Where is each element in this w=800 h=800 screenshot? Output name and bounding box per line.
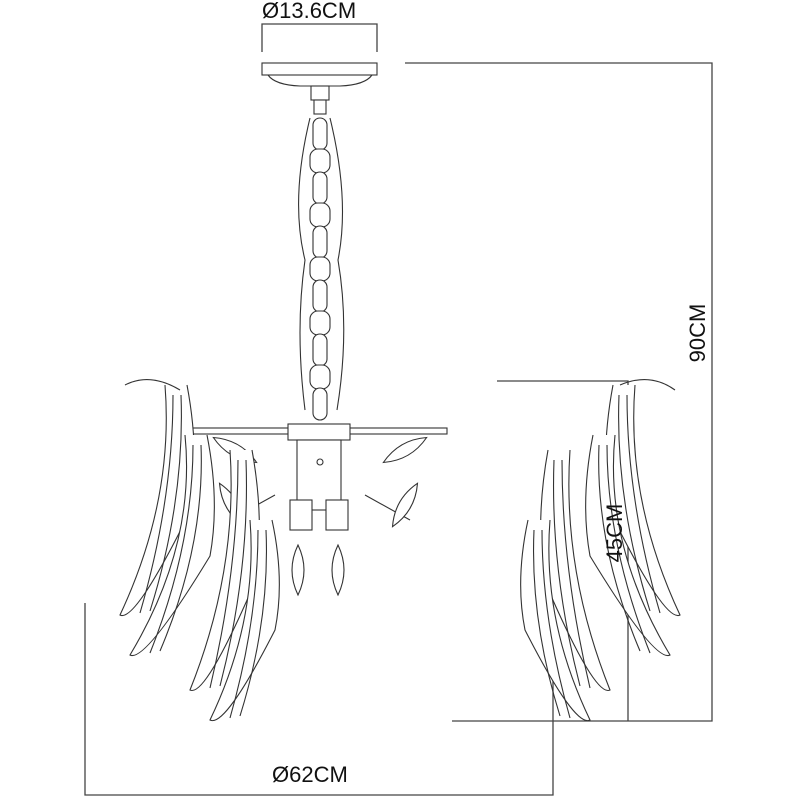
glass-leaf-line xyxy=(209,459,239,689)
chain-link xyxy=(312,279,328,313)
chain-link xyxy=(309,256,331,282)
chain-link xyxy=(312,117,328,151)
glass-leaf-line xyxy=(552,459,581,687)
chain xyxy=(309,117,331,421)
dimension-body-diameter xyxy=(84,603,554,796)
body-diameter-label: Ø62CM xyxy=(272,762,348,787)
glass-leaf-line xyxy=(219,459,248,687)
chain-link xyxy=(309,202,331,228)
glass-leaf xyxy=(585,434,671,657)
chain-link xyxy=(312,333,328,367)
chain-link xyxy=(309,364,331,390)
candle-bulb xyxy=(391,482,419,528)
chain-cover xyxy=(298,117,345,411)
glass-leaf-line xyxy=(598,444,641,652)
canopy xyxy=(261,62,378,115)
glass-leaves xyxy=(119,379,681,722)
chain-link xyxy=(312,387,328,421)
glass-leaf xyxy=(129,434,215,657)
body-height-label: 45CM xyxy=(602,503,627,563)
candle-bulb xyxy=(291,543,305,597)
glass-leaf-line xyxy=(533,529,561,717)
glass-leaf-line xyxy=(159,444,202,652)
chain-link xyxy=(312,225,328,259)
candle-bulb xyxy=(382,436,428,464)
candle-bulb xyxy=(331,543,345,597)
glass-leaf-line xyxy=(149,444,194,654)
glass-leaf-line xyxy=(626,394,661,614)
frame xyxy=(181,423,448,531)
chain-link xyxy=(312,171,328,205)
dimension-total-height xyxy=(405,62,713,722)
leaf-hook xyxy=(124,379,676,391)
glass-leaf-line xyxy=(618,394,651,612)
glass-leaf xyxy=(209,519,280,722)
canopy-diameter-label: Ø13.6CM xyxy=(262,0,357,23)
glass-leaf-line xyxy=(561,459,591,689)
chain-link xyxy=(309,310,331,336)
glass-leaf-line xyxy=(139,394,174,614)
dimension-canopy xyxy=(261,23,378,52)
chain-link xyxy=(309,148,331,174)
glass-leaf xyxy=(520,519,591,722)
glass-leaf-line xyxy=(239,529,267,717)
glass-leaf-line xyxy=(229,529,259,719)
glass-leaf-line xyxy=(606,444,651,654)
glass-leaf-line xyxy=(149,394,182,612)
total-height-label: 90CM xyxy=(685,303,710,363)
glass-leaf-line xyxy=(541,529,571,719)
